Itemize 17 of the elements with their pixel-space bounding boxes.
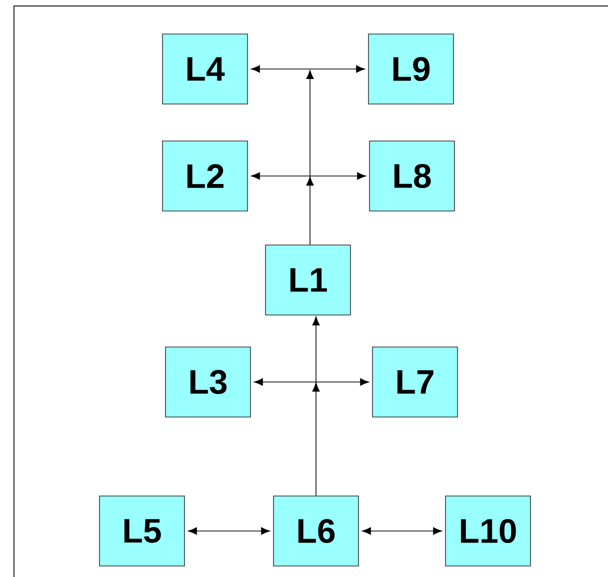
label-box: L5 [99, 496, 185, 566]
label-box: L8 [369, 140, 455, 212]
label-box: L3 [165, 346, 251, 418]
arrow [188, 527, 270, 535]
label-box: L9 [368, 34, 454, 104]
arrow [362, 527, 442, 535]
label-box: L6 [273, 496, 359, 566]
arrow [312, 316, 320, 496]
arrow [251, 65, 365, 73]
label-box: L1 [265, 244, 351, 316]
label-box: L7 [372, 346, 458, 418]
arrow [251, 172, 366, 180]
label-box: L10 [445, 496, 531, 566]
arrow [254, 378, 369, 386]
arrow [306, 70, 314, 245]
label-box: L4 [162, 34, 248, 104]
label-box: L2 [162, 140, 248, 212]
